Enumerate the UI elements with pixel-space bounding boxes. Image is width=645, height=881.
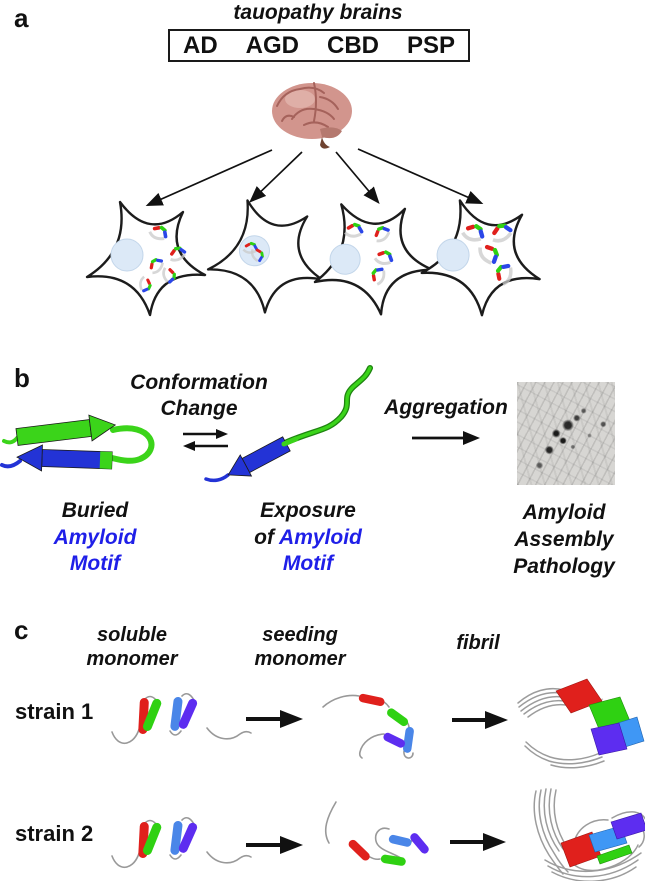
amyloid-pathology-micrograph (517, 382, 615, 485)
equilibrium-arrows (183, 429, 228, 451)
buried-motif-label: Motif (69, 552, 121, 575)
distribution-arrows (145, 148, 484, 207)
disease-label-cbd: CBD (326, 31, 379, 59)
conformation-change-line1: Conformation (130, 371, 268, 394)
panel-b-label: b (14, 363, 30, 393)
seeding-monomer-header-line2: monomer (254, 648, 346, 670)
disease-label-agd: AGD (245, 31, 299, 59)
strain-1-label: strain 1 (15, 699, 94, 724)
buried-amyloid-label: Amyloid (53, 526, 137, 549)
exposure-label: Exposure (260, 499, 356, 522)
disease-label-ad: AD (183, 31, 218, 59)
exposure-line2: of Amyloid (254, 526, 362, 549)
tau-inclusion-cell-2 (203, 195, 331, 320)
strain-2-label: strain 2 (15, 821, 94, 846)
figure-title: tauopathy brains (233, 1, 403, 24)
pathology-line1: Amyloid (522, 501, 606, 524)
strain2-soluble-monomer (111, 816, 252, 869)
exposure-amyloid: Amyloid (279, 526, 362, 549)
strain2-seeding-monomer (324, 801, 429, 866)
strain1-seeding-monomer (322, 693, 414, 759)
disease-label-psp: PSP (406, 31, 455, 59)
buried-motif-hairpin-structure (0, 414, 155, 472)
aggregation-arrow (412, 431, 480, 445)
pathology-line2: Assembly (514, 528, 614, 551)
tau-inclusion-cell-4 (417, 196, 546, 321)
brain-illustration (272, 82, 352, 149)
fibril-header: fibril (456, 632, 500, 654)
tau-inclusion-cell-1 (85, 200, 207, 317)
exposure-of: of (254, 526, 280, 549)
conformation-change-line2: Change (160, 397, 238, 420)
buried-label: Buried (61, 499, 129, 522)
panel-c-label: c (14, 615, 29, 645)
tauopathy-disease-box: AD AGD CBD PSP (168, 29, 470, 62)
panel-a-label: a (14, 3, 29, 33)
tau-inclusion-cell-3 (307, 195, 438, 322)
strain2-fibril (533, 788, 645, 881)
strain-arrows (246, 710, 508, 854)
soluble-monomer-header-line1: soluble (96, 624, 168, 646)
strain1-soluble-monomer (111, 692, 252, 745)
exposure-motif-label: Motif (282, 552, 334, 575)
strain1-fibril (517, 678, 645, 769)
soluble-monomer-header-line2: monomer (86, 648, 178, 670)
exposed-motif-monomer-structure (204, 365, 373, 483)
aggregation-label: Aggregation (384, 396, 508, 419)
pathology-line3: Pathology (513, 555, 615, 578)
seeding-monomer-header-line1: seeding (262, 624, 338, 646)
